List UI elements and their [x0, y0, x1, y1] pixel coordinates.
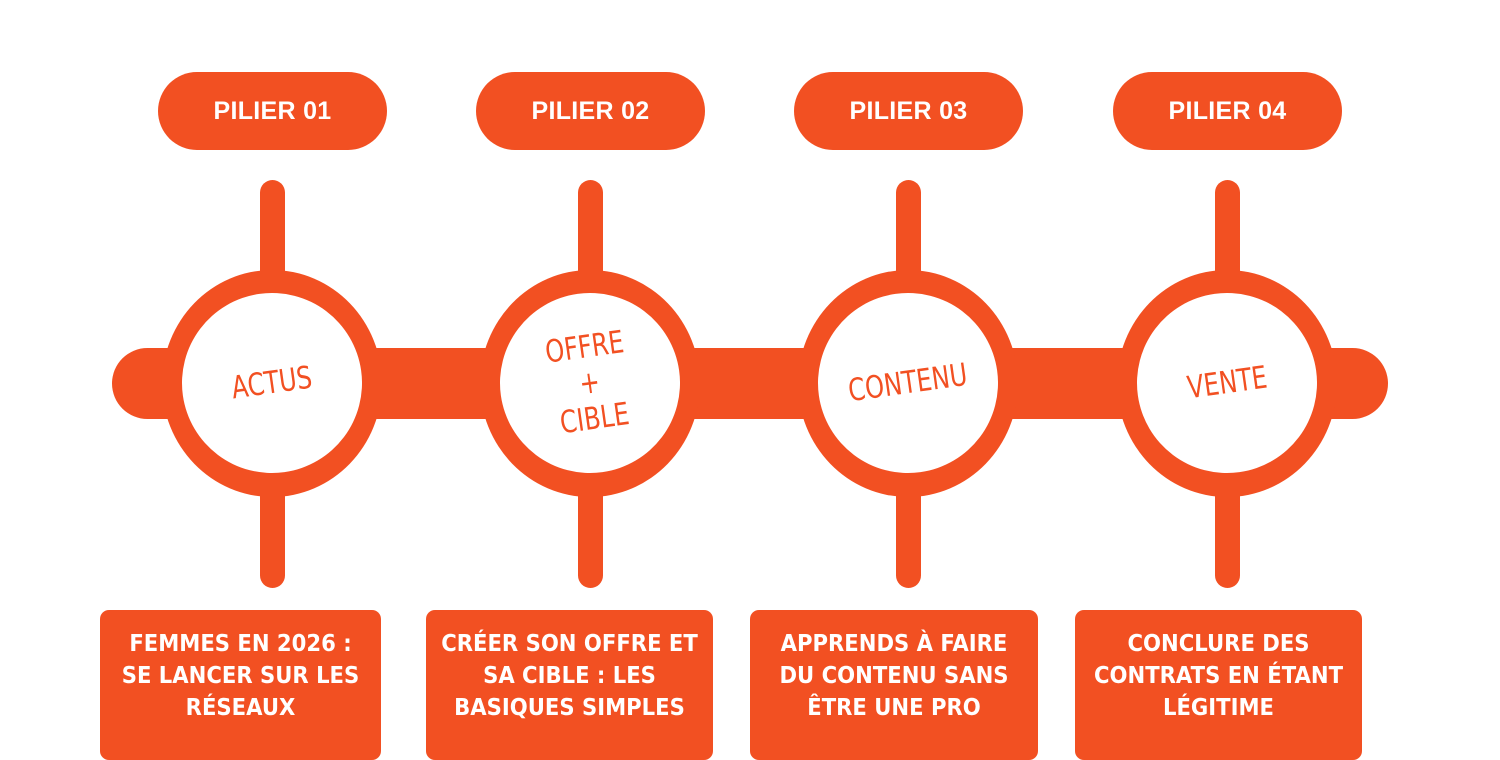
pillar-1-label: PILIER 01: [158, 72, 387, 150]
connector-bottom: [896, 480, 921, 588]
pillar-2-description: CRÉER SON OFFRE ET SA CIBLE : LES BASIQU…: [426, 610, 713, 760]
pillar-3-description: APPRENDS À FAIRE DU CONTENU SANS ÊTRE UN…: [750, 610, 1038, 760]
pillar-4-label: PILIER 04: [1113, 72, 1342, 150]
theme-text: ACTUS: [229, 359, 315, 407]
pillar-1-description: FEMMES EN 2026 : SE LANCER SUR LES RÉSEA…: [100, 610, 381, 760]
theme-text: OFFRE + CIBLE: [543, 324, 632, 442]
pillar-3-label: PILIER 03: [794, 72, 1023, 150]
description-text: FEMMES EN 2026 : SE LANCER SUR LES RÉSEA…: [121, 631, 360, 721]
connector-bottom: [1215, 480, 1240, 588]
description-text: CONCLURE DES CONTRATS EN ÉTANT LÉGITIME: [1093, 631, 1344, 721]
connector-bottom: [578, 480, 603, 588]
theme-text: VENTE: [1184, 359, 1270, 407]
pillar-2-label: PILIER 02: [476, 72, 705, 150]
description-text: CRÉER SON OFFRE ET SA CIBLE : LES BASIQU…: [441, 631, 698, 721]
description-text: APPRENDS À FAIRE DU CONTENU SANS ÊTRE UN…: [779, 631, 1009, 721]
connector-bottom: [260, 480, 285, 588]
pillar-4-description: CONCLURE DES CONTRATS EN ÉTANT LÉGITIME: [1075, 610, 1362, 760]
theme-text: CONTENU: [846, 356, 970, 410]
